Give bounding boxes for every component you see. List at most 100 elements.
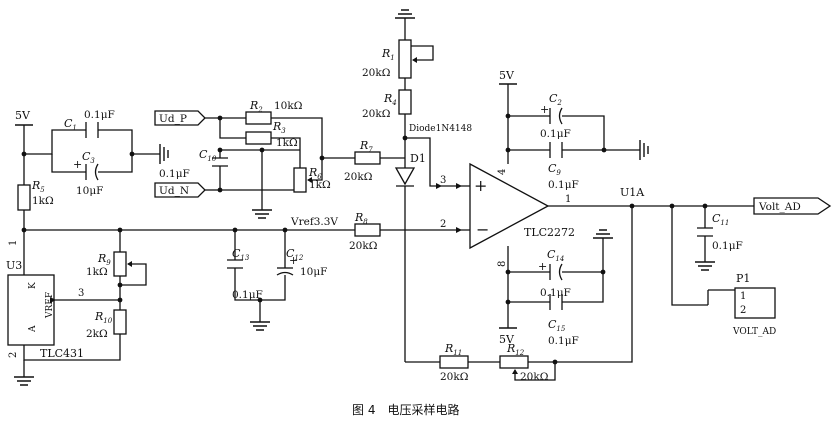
svg-text:+: +	[538, 260, 547, 273]
svg-text:20kΩ: 20kΩ	[362, 108, 391, 120]
ground-icon	[395, 9, 415, 19]
svg-text:20kΩ: 20kΩ	[362, 67, 391, 79]
svg-text:C2: C2	[549, 92, 562, 107]
power-5v-opamp-bottom: 5V	[499, 327, 517, 346]
svg-text:C9: C9	[548, 162, 561, 177]
resistor-r12: R12 20kΩ	[499, 342, 549, 383]
svg-text:Vref3.3V: Vref3.3V	[290, 216, 338, 228]
ground-icon	[252, 209, 272, 219]
svg-text:C3: C3	[82, 150, 95, 165]
svg-text:TLC2272: TLC2272	[524, 226, 575, 239]
net-port-ud-n: Ud_N	[154, 182, 206, 198]
svg-text:3: 3	[440, 175, 446, 186]
resistor-r7: R7 20kΩ	[344, 139, 381, 183]
svg-text:R11: R11	[444, 342, 462, 357]
svg-text:0.1μF: 0.1μF	[159, 168, 190, 180]
svg-text:20kΩ: 20kΩ	[344, 171, 373, 183]
net-port-volt-ad: Volt_AD	[753, 197, 832, 215]
svg-text:TLC431: TLC431	[40, 347, 84, 360]
svg-text:−: −	[476, 220, 489, 239]
svg-text:R1: R1	[381, 47, 395, 62]
resistor-r4: R4 20kΩ	[362, 89, 412, 120]
ground-icon	[14, 376, 34, 386]
svg-text:K: K	[28, 282, 38, 289]
svg-text:5V: 5V	[15, 109, 31, 122]
svg-text:Volt_AD: Volt_AD	[758, 201, 801, 213]
svg-text:0.1μF: 0.1μF	[540, 128, 571, 140]
resistor-r10: R10 2kΩ	[86, 309, 127, 340]
svg-text:1kΩ: 1kΩ	[309, 179, 331, 191]
ground-icon	[593, 229, 613, 239]
svg-text:U3: U3	[6, 259, 22, 272]
svg-text:0.1μF: 0.1μF	[548, 179, 579, 191]
connector-p1: P1 1 2 VOLT_AD	[707, 272, 776, 337]
svg-text:VREF: VREF	[45, 292, 55, 319]
ground-icon	[250, 321, 270, 331]
svg-text:0.1μF: 0.1μF	[232, 289, 263, 301]
svg-text:C13: C13	[232, 247, 250, 262]
svg-text:P1: P1	[736, 272, 750, 285]
svg-text:R3: R3	[272, 120, 286, 135]
svg-text:10kΩ: 10kΩ	[274, 100, 303, 112]
svg-text:20kΩ: 20kΩ	[349, 240, 378, 252]
resistor-r11: R11 20kΩ	[439, 342, 469, 383]
svg-text:C14: C14	[547, 248, 564, 263]
capacitor-c2: + C2 0.1μF	[540, 92, 571, 140]
svg-text:20kΩ: 20kΩ	[440, 371, 469, 383]
svg-text:A: A	[28, 325, 38, 333]
svg-text:1kΩ: 1kΩ	[86, 266, 108, 278]
ic-u3-tlc431: U3 K A VREF 1 2 3 TLC431	[6, 240, 84, 360]
svg-text:R4: R4	[383, 92, 397, 107]
svg-text:0.1μF: 0.1μF	[548, 335, 579, 347]
svg-text:R9: R9	[97, 252, 111, 267]
svg-text:+: +	[474, 176, 487, 195]
svg-text:20kΩ: 20kΩ	[520, 371, 549, 383]
svg-text:0.1μF: 0.1μF	[712, 240, 743, 252]
svg-text:2: 2	[740, 305, 746, 316]
ground-icon	[695, 261, 715, 271]
svg-text:10μF: 10μF	[76, 185, 103, 197]
svg-text:1: 1	[8, 240, 19, 246]
svg-text:U1A: U1A	[620, 186, 645, 199]
net-label-vref: Vref3.3V	[290, 216, 338, 228]
net-port-ud-p: Ud_P	[154, 110, 206, 126]
svg-text:8: 8	[497, 261, 508, 267]
svg-text:5V: 5V	[499, 69, 515, 82]
svg-text:C11: C11	[712, 212, 729, 227]
capacitor-c13: C13 0.1μF	[227, 247, 263, 301]
svg-text:R10: R10	[94, 310, 113, 325]
svg-text:4: 4	[497, 169, 508, 175]
svg-text:D1: D1	[410, 152, 426, 165]
svg-text:Ud_P: Ud_P	[159, 113, 187, 125]
ground-icon	[159, 144, 169, 164]
svg-text:3: 3	[78, 288, 84, 299]
svg-text:5V: 5V	[499, 333, 515, 346]
svg-text:10μF: 10μF	[300, 266, 327, 278]
diode-d1: D1 Diode1N4148	[394, 124, 472, 187]
svg-text:R8: R8	[354, 211, 368, 226]
svg-text:R5: R5	[31, 179, 45, 194]
svg-text:1: 1	[740, 291, 746, 302]
power-5v-left: 5V	[15, 109, 33, 126]
capacitor-c3: + C3 10μF	[73, 150, 103, 197]
svg-text:2: 2	[440, 219, 446, 230]
ground-icon	[639, 140, 649, 160]
svg-text:1kΩ: 1kΩ	[276, 137, 298, 149]
svg-text:R12: R12	[506, 342, 525, 357]
svg-text:1: 1	[565, 194, 571, 205]
capacitor-c10: C10 0.1μF	[159, 148, 228, 180]
resistor-r2: R2 10kΩ	[245, 99, 303, 125]
svg-text:+: +	[540, 103, 549, 116]
svg-text:+: +	[73, 158, 82, 171]
svg-text:R7: R7	[359, 139, 373, 154]
svg-text:C10: C10	[199, 148, 217, 163]
svg-text:C12: C12	[286, 247, 304, 262]
resistor-r6: R6 1kΩ	[293, 166, 331, 193]
capacitor-c14: + C14 0.1μF	[538, 248, 571, 299]
opamp-u1a: + − 3 2 1 4 8 TLC2272 U1A	[436, 162, 645, 267]
resistor-r9: R9 1kΩ	[86, 251, 146, 278]
svg-text:2: 2	[8, 352, 19, 358]
svg-text:1kΩ: 1kΩ	[32, 195, 54, 207]
resistor-r8: R8 20kΩ	[349, 211, 381, 252]
